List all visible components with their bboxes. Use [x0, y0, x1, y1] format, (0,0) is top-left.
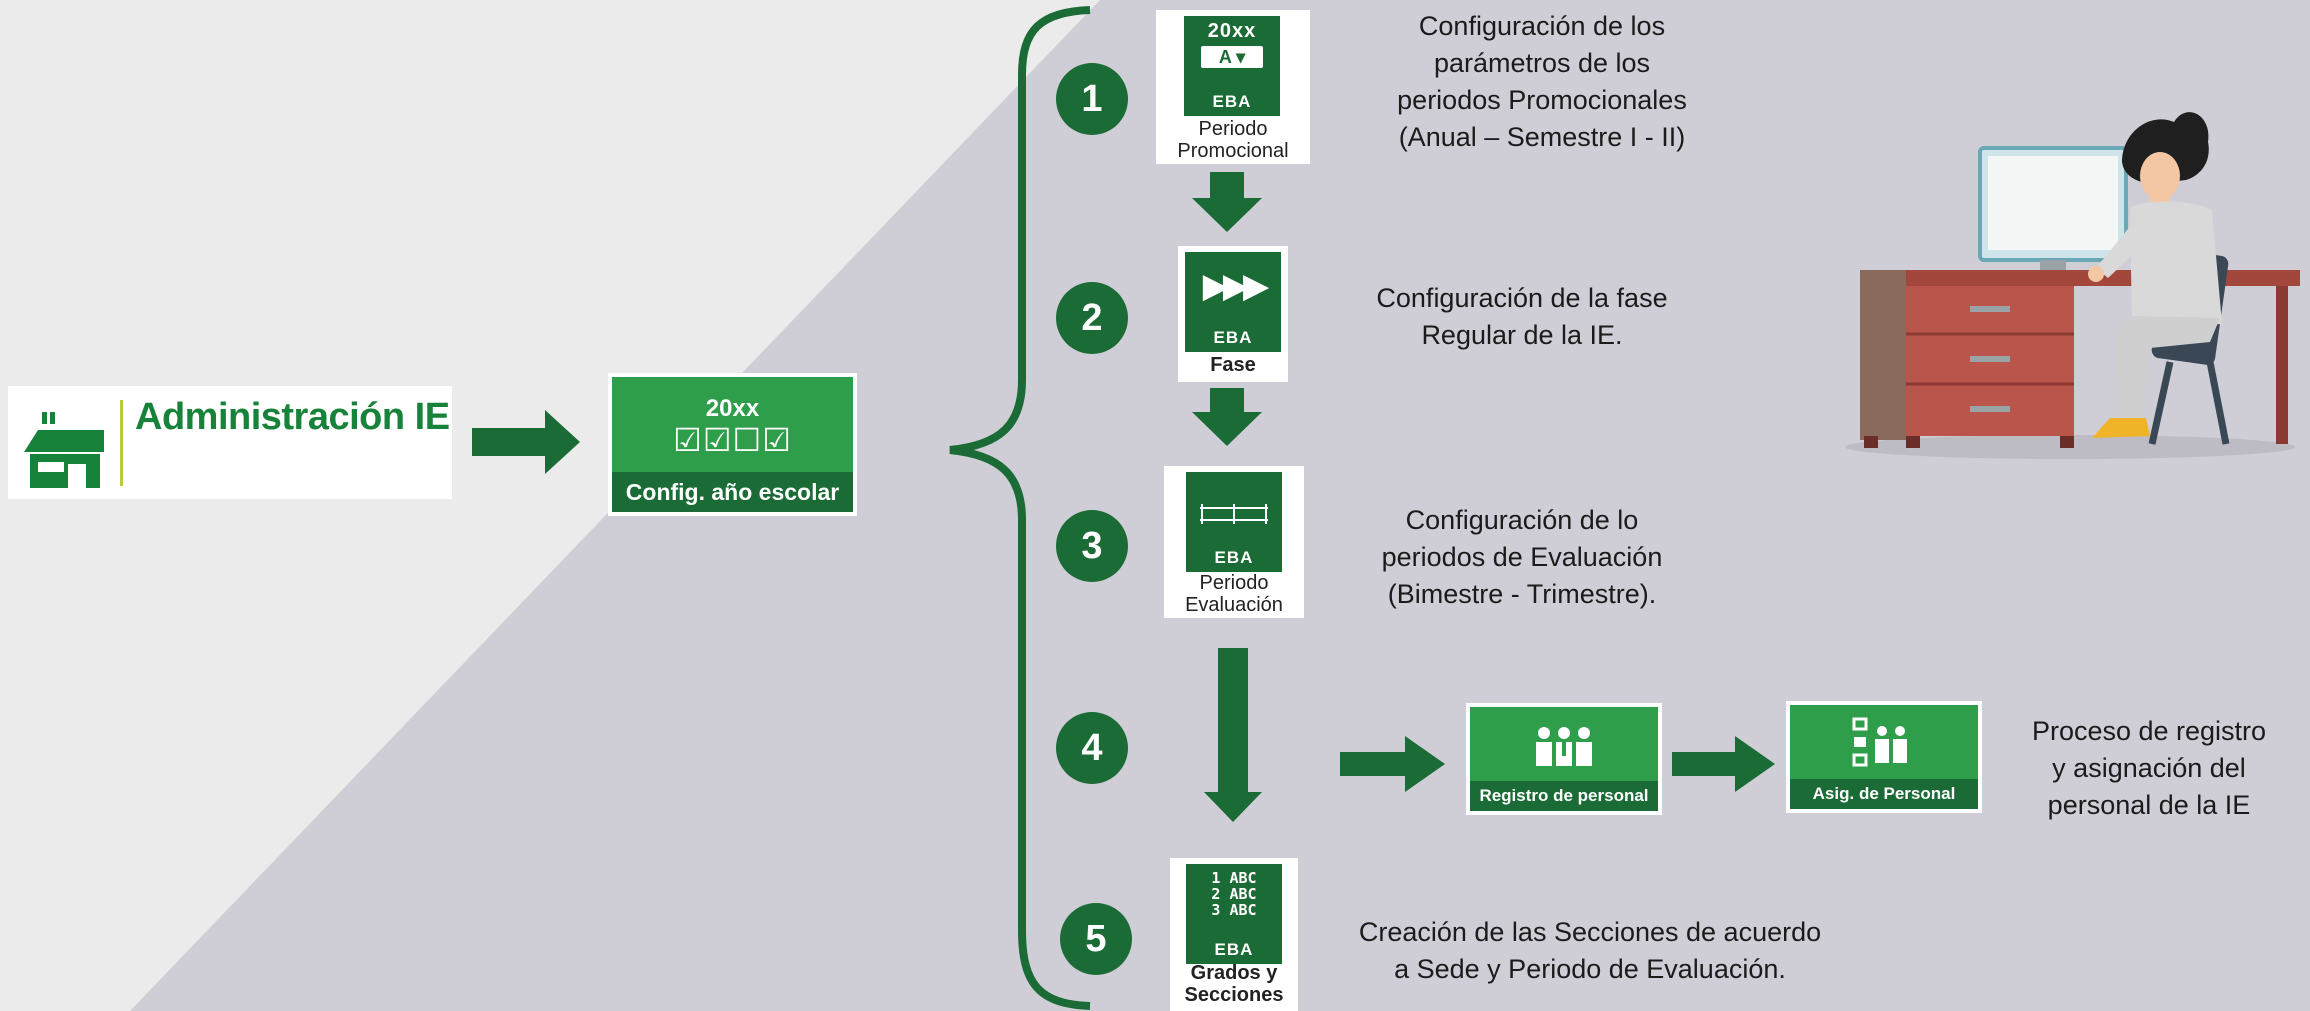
fast-forward-icon: ▶▶▶ [1202, 266, 1269, 306]
card-label-line1: Periodo [1198, 118, 1268, 140]
grade-row: 1 ABC [1211, 869, 1257, 887]
people-assign-icon [1852, 717, 1907, 767]
desc-line: a Sede y Periodo de Evaluación. [1394, 954, 1786, 984]
desc-line: y asignación del [2052, 753, 2246, 783]
desc-line: periodos de Evaluación [1381, 542, 1663, 572]
arrow-right-3 [1672, 736, 1775, 792]
step-4-circle: 4 [1056, 712, 1128, 784]
administracion-ie-label: Administración IE [135, 396, 450, 438]
registro-label: Registro de personal [1470, 781, 1658, 811]
desc-line: Configuración de la fase [1376, 283, 1668, 313]
administracion-ie-button[interactable] [8, 386, 452, 499]
config-ano-escolar-button[interactable]: 20xx ☑☑☐☑ Config. año escolar [608, 373, 857, 516]
people-group-icon [1536, 727, 1592, 766]
arrow-right-1 [472, 410, 580, 474]
card-label-line2: Evaluación [1185, 594, 1283, 616]
divider [120, 400, 123, 486]
desc-line: periodos Promocionales [1397, 85, 1687, 115]
calendar-checklist-icon: ☑☑☐☑ [673, 421, 792, 459]
step-1-description: Configuración de los parámetros de los p… [1362, 8, 1722, 156]
step-1-circle: 1 [1056, 63, 1128, 135]
config-year: 20xx [705, 395, 760, 422]
asig-label: Asig. de Personal [1790, 779, 1978, 809]
registro-de-personal-button[interactable]: Registro de personal [1466, 703, 1662, 815]
card-eba: EBA [1214, 940, 1254, 959]
card-eba: EBA [1213, 328, 1253, 347]
config-label: Config. año escolar [612, 472, 853, 512]
periodo-evaluacion-icon: EBA [1186, 472, 1282, 572]
step-3-circle: 3 [1056, 510, 1128, 582]
grados-secciones-icon: 1 ABC 2 ABC 3 ABC EBA [1186, 864, 1282, 964]
person-at-computer-illustration [1845, 112, 2300, 459]
arrow-right-2 [1340, 736, 1445, 792]
card-label-line1: Periodo [1199, 572, 1269, 594]
timeline-icon [1200, 504, 1268, 524]
card-label-line1: Fase [1210, 354, 1256, 376]
arrow-down-2 [1192, 388, 1262, 446]
step-4-description: Proceso de registro y asignación del per… [2004, 713, 2294, 824]
periodo-promocional-icon: 20xx A ▾ EBA [1184, 16, 1280, 116]
step-2-circle: 2 [1056, 282, 1128, 354]
desc-line: (Bimestre - Trimestre). [1387, 579, 1657, 609]
dropdown-icon: A ▾ [1201, 46, 1263, 68]
step-3-description: Configuración de lo periodos de Evaluaci… [1352, 502, 1692, 613]
card-label-line1: Grados y [1190, 962, 1278, 984]
card-eba: EBA [1212, 92, 1252, 111]
card-label-line2: Secciones [1184, 984, 1284, 1006]
step-2-description: Configuración de la fase Regular de la I… [1352, 280, 1692, 354]
card-label-line2: Promocional [1177, 140, 1289, 162]
desc-line: parámetros de los [1433, 48, 1651, 78]
step-5-description: Creación de las Secciones de acuerdo a S… [1340, 914, 1840, 988]
fase-button[interactable]: ▶▶▶ EBA Fase [1178, 246, 1288, 382]
school-building-icon [24, 412, 104, 488]
desc-line: Creación de las Secciones de acuerdo [1358, 917, 1822, 947]
desc-line: Regular de la IE. [1421, 320, 1623, 350]
fase-icon: ▶▶▶ EBA [1185, 252, 1281, 352]
card-year: 20xx [1207, 20, 1257, 42]
grade-row: 3 ABC [1211, 901, 1257, 919]
periodo-promocional-button[interactable]: 20xx A ▾ EBA Periodo Promocional [1156, 10, 1310, 164]
grados-y-secciones-button[interactable]: 1 ABC 2 ABC 3 ABC EBA Grados y Secciones [1170, 858, 1298, 1011]
desc-line: (Anual – Semestre I - II) [1398, 122, 1686, 152]
arrow-down-3 [1204, 648, 1262, 822]
curly-brace [949, 6, 1091, 1010]
arrow-down-1 [1192, 172, 1262, 232]
periodo-evaluacion-button[interactable]: EBA Periodo Evaluación [1164, 466, 1304, 618]
asig-de-personal-button[interactable]: Asig. de Personal [1786, 701, 1982, 813]
desc-line: Proceso de registro [2031, 716, 2267, 746]
desc-line: Configuración de lo [1405, 505, 1639, 535]
desc-line: personal de la IE [2047, 790, 2251, 820]
desc-line: Configuración de los [1418, 11, 1666, 41]
grade-row: 2 ABC [1211, 885, 1257, 903]
card-eba: EBA [1214, 548, 1254, 567]
step-5-circle: 5 [1060, 903, 1132, 975]
